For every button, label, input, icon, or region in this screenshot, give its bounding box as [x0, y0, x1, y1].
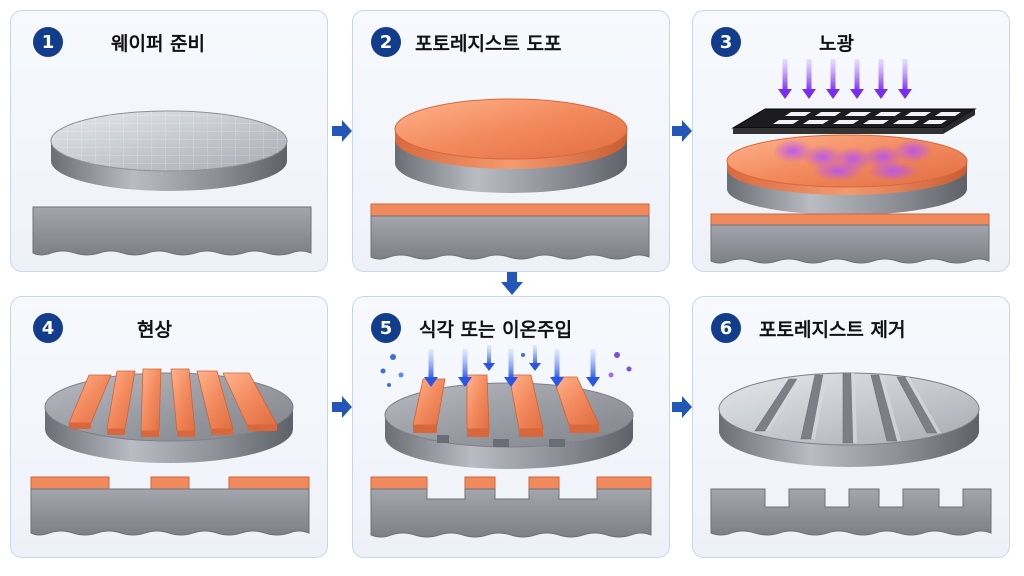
- ion-beam-arrows: [424, 345, 600, 387]
- silicon-cross-section: [32, 206, 312, 256]
- step-panel-4: 4 현상: [10, 296, 328, 558]
- final-silicon-cross-section: [710, 488, 992, 536]
- arrow-right-icon: [332, 120, 352, 142]
- step-title: 노광: [819, 33, 854, 55]
- resist-stripes: [68, 368, 278, 437]
- step-panel-5: 5 식각 또는 이온주입: [352, 296, 670, 558]
- arrow-right-icon: [332, 396, 352, 418]
- uv-light-arrows: [778, 59, 912, 99]
- step-number-badge: 4: [33, 313, 63, 343]
- step-panel-6: 6 포토레지스트 제거: [692, 296, 1010, 558]
- arrow-down-icon: [501, 272, 523, 295]
- step-number-badge: 2: [371, 27, 401, 57]
- developed-wafer-illustration: [30, 368, 310, 536]
- coated-wafer-illustration: [370, 98, 650, 260]
- step-panel-1: 1 웨이퍼 준비: [10, 10, 328, 272]
- ion-particles: [380, 352, 632, 387]
- etch-implant-illustration: [370, 345, 652, 538]
- silicon-cross-section: [710, 224, 990, 264]
- step-panel-2: 2 포토레지스트 도포: [352, 10, 670, 272]
- photoresist-layer: [710, 213, 990, 226]
- photoresist-layer: [370, 203, 650, 217]
- step-number-badge: 5: [371, 313, 401, 343]
- arrow-right-icon: [672, 120, 692, 142]
- step-number-badge: 1: [33, 27, 63, 57]
- step-title: 포토레지스트 제거: [759, 319, 906, 341]
- step-number-badge: 6: [711, 313, 741, 343]
- silicon-cross-section: [370, 215, 650, 260]
- step-title: 식각 또는 이온주입: [419, 319, 573, 341]
- arrow-right-icon: [672, 396, 692, 418]
- exposure-illustration: [710, 59, 990, 264]
- step-title: 웨이퍼 준비: [111, 33, 206, 55]
- step-title: 포토레지스트 도포: [415, 33, 562, 55]
- wafer-illustration: [32, 110, 312, 256]
- photomask: [731, 108, 977, 134]
- patterned-wafer-illustration: [710, 372, 992, 536]
- photoresist-pattern: [30, 476, 310, 490]
- step-number-badge: 3: [711, 27, 741, 57]
- step-panel-3: 3 노광: [692, 10, 1010, 272]
- silicon-cross-section: [30, 488, 310, 536]
- step-title: 현상: [137, 319, 172, 341]
- etched-silicon-cross-section: [370, 488, 652, 538]
- photoresist-pattern: [370, 476, 652, 490]
- resist-stripes: [412, 374, 600, 437]
